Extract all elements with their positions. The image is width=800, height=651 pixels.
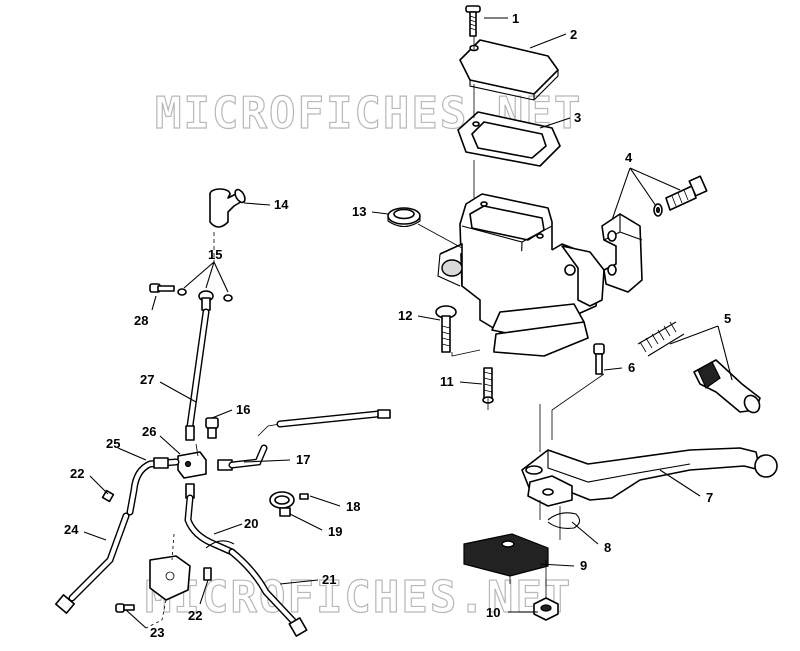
callout-9: 9 bbox=[580, 558, 587, 573]
part-17-line bbox=[217, 409, 391, 471]
callout-24: 24 bbox=[64, 522, 79, 537]
part-23-screw bbox=[115, 603, 135, 613]
callout-22-right: 22 bbox=[188, 608, 202, 623]
part-21-hose bbox=[228, 548, 308, 637]
callout-27: 27 bbox=[140, 372, 154, 387]
part-9-adjuster bbox=[463, 533, 549, 577]
callout-4: 4 bbox=[625, 150, 633, 165]
callout-10: 10 bbox=[486, 605, 500, 620]
part-16-fitting bbox=[205, 417, 219, 439]
callout-5: 5 bbox=[724, 311, 731, 326]
part-27-brake-line bbox=[185, 308, 210, 441]
part-24-hose bbox=[54, 512, 130, 614]
leader-lines bbox=[83, 17, 733, 629]
callout-19: 19 bbox=[328, 524, 342, 539]
part-22-clip-left bbox=[101, 489, 115, 503]
part-6-pin bbox=[593, 343, 605, 375]
callout-22-left: 22 bbox=[70, 466, 84, 481]
callout-12: 12 bbox=[398, 308, 412, 323]
part-3-gasket bbox=[457, 111, 561, 167]
part-18-screw bbox=[299, 493, 309, 500]
part-12-pivot-bolt bbox=[435, 305, 457, 353]
callout-2: 2 bbox=[570, 27, 577, 42]
part-15-banjo-washers bbox=[177, 288, 233, 311]
callout-23: 23 bbox=[150, 625, 164, 640]
part-14-elbow-fitting bbox=[209, 188, 246, 262]
part-7-lever bbox=[521, 447, 778, 507]
callout-11: 11 bbox=[440, 374, 454, 389]
part-1-screw bbox=[465, 5, 481, 37]
part-5-piston-assembly bbox=[637, 321, 761, 414]
callout-25: 25 bbox=[106, 436, 120, 451]
part-25-hose bbox=[126, 457, 180, 516]
part-4-washer bbox=[653, 203, 663, 217]
part-13-seal-ring bbox=[387, 207, 421, 228]
callout-7: 7 bbox=[706, 490, 713, 505]
part-20-hose bbox=[184, 483, 236, 556]
part-11-screw bbox=[482, 367, 494, 404]
callout-21: 21 bbox=[322, 572, 336, 587]
callout-14: 14 bbox=[274, 197, 289, 212]
callout-20: 20 bbox=[244, 516, 258, 531]
part-28-bolt bbox=[149, 283, 175, 293]
callout-15: 15 bbox=[208, 247, 222, 262]
part-10-nut bbox=[533, 597, 559, 621]
callout-13: 13 bbox=[352, 204, 366, 219]
callout-6: 6 bbox=[628, 360, 635, 375]
assembly-lines-left bbox=[145, 443, 199, 629]
callouts: 1 2 3 4 5 6 7 8 9 10 11 12 13 14 15 16 1… bbox=[64, 11, 731, 640]
callout-16: 16 bbox=[236, 402, 250, 417]
part-26-junction-block bbox=[177, 451, 207, 479]
callout-17: 17 bbox=[296, 452, 310, 467]
callout-28: 28 bbox=[134, 313, 148, 328]
master-cylinder-body bbox=[437, 193, 605, 357]
part-8-spring bbox=[547, 512, 581, 529]
part-4-clamp bbox=[601, 213, 643, 293]
callout-3: 3 bbox=[574, 110, 581, 125]
callout-8: 8 bbox=[604, 540, 611, 555]
caliper-plate bbox=[149, 555, 191, 601]
assembly-lines-right bbox=[417, 36, 605, 598]
callout-26: 26 bbox=[142, 424, 156, 439]
watermark-bottom: MICROFICHES.NET bbox=[145, 572, 572, 623]
callout-1: 1 bbox=[512, 11, 519, 26]
part-19-clamp bbox=[269, 491, 295, 517]
part-4-bolt bbox=[665, 175, 708, 211]
callout-18: 18 bbox=[346, 499, 360, 514]
